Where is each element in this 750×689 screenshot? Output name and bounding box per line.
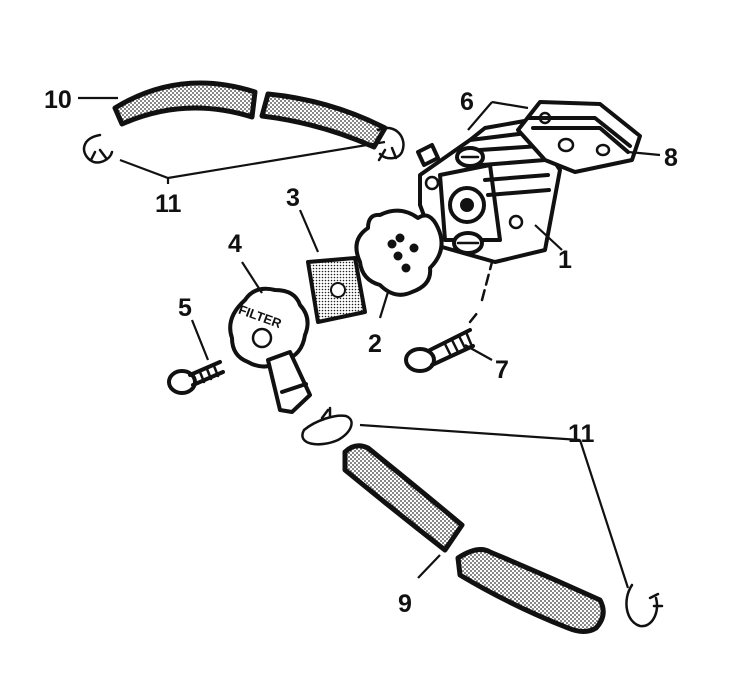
callout-9: 9 xyxy=(398,590,412,618)
pump-plates xyxy=(516,100,642,174)
upper-hose-clamps xyxy=(82,126,405,164)
screw-part-7 xyxy=(404,260,494,373)
callout-labels: 10 11 3 4 5 6 8 1 2 7 11 9 xyxy=(44,86,678,618)
callout-5: 5 xyxy=(178,294,192,322)
filter-cap: FILTER xyxy=(228,286,312,414)
leader-lines xyxy=(78,96,661,589)
fuel-pump-body xyxy=(416,118,562,264)
callout-10: 10 xyxy=(44,86,72,114)
lower-fuel-hose xyxy=(342,443,606,634)
callout-11-upper: 11 xyxy=(155,190,182,218)
lower-hose-clamps xyxy=(301,406,664,628)
callout-2: 2 xyxy=(368,330,382,358)
callout-8: 8 xyxy=(664,144,678,172)
callout-6: 6 xyxy=(460,88,474,116)
callout-7: 7 xyxy=(495,356,509,384)
callout-1: 1 xyxy=(558,246,572,274)
callout-4: 4 xyxy=(228,230,242,258)
callout-11-lower: 11 xyxy=(568,420,595,448)
callout-3: 3 xyxy=(286,184,300,212)
screw-part-5 xyxy=(167,360,225,395)
diaphragm-plate xyxy=(354,208,444,297)
upper-fuel-hose xyxy=(112,80,388,150)
filter-screen xyxy=(306,256,367,324)
